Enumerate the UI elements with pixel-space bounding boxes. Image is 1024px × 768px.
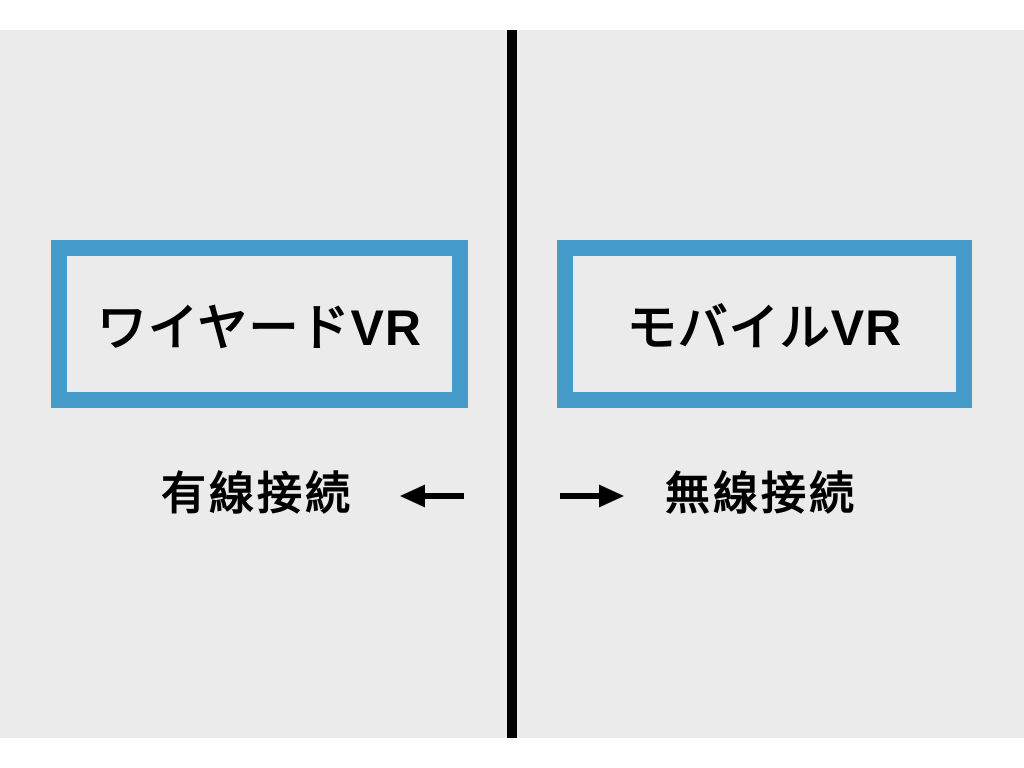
wired-vr-box: ワイヤードVR — [51, 240, 468, 408]
wireless-connection-label: 無線接続 — [665, 468, 858, 519]
right-arrow-icon — [560, 484, 624, 508]
wired-connection-label: 有線接続 — [161, 468, 354, 519]
left-arrow-icon — [400, 484, 464, 508]
wired-vr-box-label: ワイヤードVR — [97, 300, 422, 356]
mobile-vr-box-label: モバイルVR — [626, 300, 903, 356]
mobile-vr-box: モバイルVR — [557, 240, 972, 408]
vertical-divider — [507, 30, 517, 738]
